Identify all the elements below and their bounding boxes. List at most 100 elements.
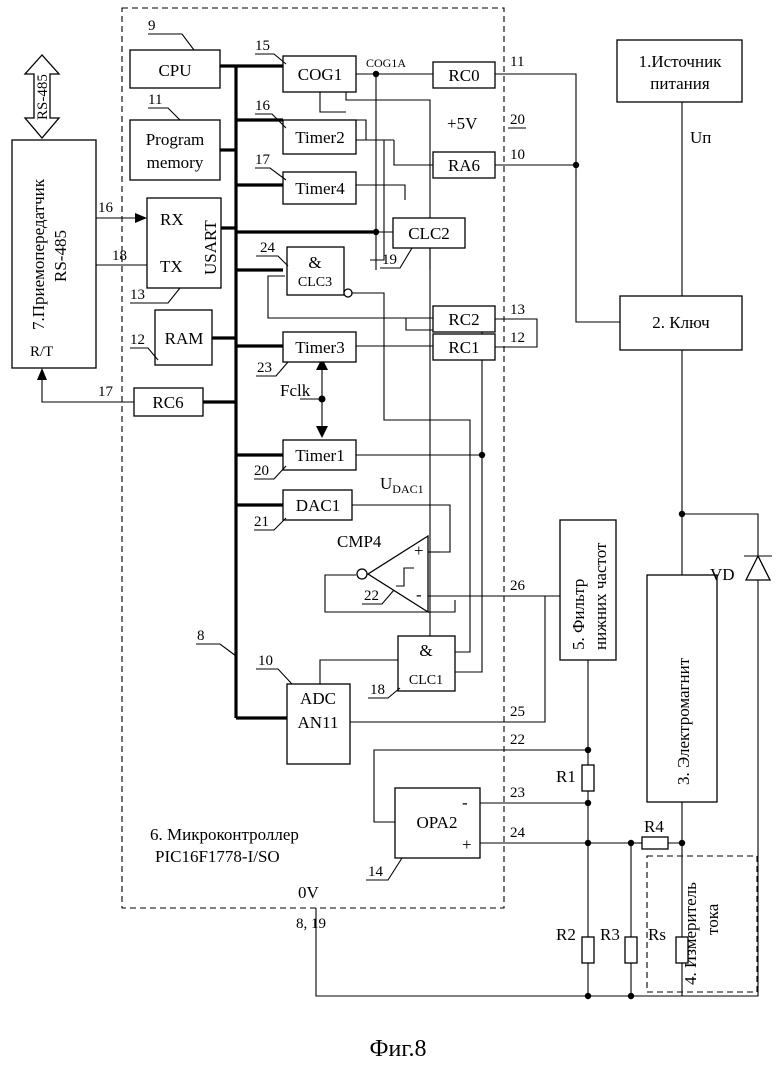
svg-text:23: 23	[510, 785, 525, 801]
opa2-plus: +	[462, 835, 472, 854]
resistor-r4-icon	[642, 837, 668, 849]
electromagnet-block: 3. Электромагнит	[647, 575, 717, 802]
r1-label: R1	[556, 767, 576, 786]
diode-label: VD	[710, 565, 735, 584]
clc3-label: CLC3	[298, 275, 332, 290]
svg-text:22: 22	[364, 588, 379, 604]
svg-text:17: 17	[255, 152, 271, 168]
ram-label: RAM	[165, 329, 204, 348]
plus5v-label: +5V	[447, 114, 478, 133]
svg-text:20: 20	[254, 463, 269, 479]
svg-text:11: 11	[148, 92, 162, 108]
usart-label: USART	[201, 220, 220, 275]
resistor-r1-icon	[582, 765, 594, 791]
microcontroller-line2: PIC16F1778-I/SO	[155, 847, 280, 866]
r4-label: R4	[644, 817, 664, 836]
cmp4-comparator: CMP4 + -	[337, 532, 428, 612]
svg-text:20: 20	[510, 112, 525, 128]
transceiver-block: 7.Приемопередатчик RS-485 R/T	[12, 140, 96, 368]
rc6-block: RC6	[134, 388, 203, 416]
supply-voltage-label: Uп	[690, 128, 711, 147]
lowpass-filter-line2: нижних частот	[591, 542, 610, 650]
resistor-r2-icon	[582, 937, 594, 963]
svg-text:21: 21	[254, 514, 269, 530]
r3-label: R3	[600, 925, 620, 944]
rs-label: Rs	[648, 925, 666, 944]
usart-block: RX TX USART	[147, 198, 221, 288]
svg-text:18: 18	[112, 248, 127, 264]
program-memory-line2: memory	[147, 153, 204, 172]
transceiver-line1: 7.Приемопередатчик	[29, 178, 48, 330]
rc1-label: RC1	[448, 338, 479, 357]
diode-vd-icon: VD	[710, 556, 772, 584]
svg-text:10: 10	[258, 653, 273, 669]
svg-text:9: 9	[148, 18, 156, 34]
cog1a-label: COG1A	[366, 56, 406, 70]
svg-text:13: 13	[510, 302, 525, 318]
rc0-block: RC0	[433, 62, 495, 88]
microcontroller-line1: 6. Микроконтроллер	[150, 825, 299, 844]
rt-arrow-icon	[37, 368, 47, 380]
cmp4-minus: -	[416, 585, 422, 604]
svg-text:8, 19: 8, 19	[296, 916, 326, 932]
current-meter-line1: 4. Измеритель	[681, 882, 700, 985]
clc2-block: CLC2	[393, 218, 465, 248]
cog1-label: COG1	[298, 65, 342, 84]
timer3-label: Timer3	[295, 338, 344, 357]
cmp4-plus: +	[414, 541, 424, 560]
clc1-label: CLC1	[409, 673, 443, 688]
svg-text:10: 10	[510, 147, 525, 163]
lowpass-filter-line1: 5. Фильтр	[569, 579, 588, 650]
timer3-block: Timer3	[283, 332, 356, 362]
dac1-block: DAC1	[283, 490, 352, 520]
usart-tx-label: TX	[160, 257, 183, 276]
zero-v-label: 0V	[298, 883, 320, 902]
cpu-label: CPU	[158, 61, 191, 80]
svg-text:18: 18	[370, 682, 385, 698]
resistor-rs-icon	[676, 937, 688, 963]
rc6-label: RC6	[152, 393, 183, 412]
ram-block: RAM	[155, 310, 212, 365]
power-source-block: 1.Источник питания	[617, 40, 742, 102]
lowpass-filter-block: 5. Фильтр нижних частот	[560, 520, 616, 660]
clc2-label: CLC2	[408, 224, 450, 243]
resistor-r3-icon	[625, 937, 637, 963]
timer2-block: Timer2	[283, 120, 356, 154]
program-memory-line1: Program	[146, 130, 205, 149]
svg-text:16: 16	[255, 98, 271, 114]
cpu-block: CPU	[130, 50, 220, 88]
usart-rx-label: RX	[160, 210, 184, 229]
udac-label: UDAC1	[380, 474, 424, 496]
current-meter-line2: тока	[703, 903, 722, 935]
svg-text:16: 16	[98, 200, 114, 216]
dac1-label: DAC1	[296, 496, 340, 515]
svg-text:22: 22	[510, 732, 525, 748]
transceiver-line2: RS-485	[51, 230, 70, 282]
ra6-block: RA6	[433, 152, 495, 178]
svg-text:17: 17	[98, 384, 114, 400]
clc1-block: & CLC1	[398, 636, 455, 691]
timer1-label: Timer1	[295, 446, 344, 465]
program-memory-block: Program memory	[130, 120, 220, 180]
fclk-label: Fclk	[280, 381, 311, 400]
svg-text:24: 24	[260, 240, 276, 256]
fclk-arrow-down-icon	[316, 426, 328, 438]
svg-text:26: 26	[510, 578, 526, 594]
svg-text:19: 19	[382, 252, 397, 268]
rs485-bus-arrow-icon: RS-485	[25, 55, 59, 138]
opa2-block: OPA2 - +	[395, 788, 480, 858]
svg-text:8: 8	[197, 628, 205, 644]
current-meter-outline	[647, 856, 757, 992]
adc-block: ADC AN11	[287, 684, 350, 764]
internal-wiring	[268, 71, 581, 722]
rc2-block: RC2	[433, 306, 495, 332]
opa2-label: OPA2	[417, 813, 458, 832]
electromagnet-label: 3. Электромагнит	[674, 657, 693, 785]
svg-text:23: 23	[257, 360, 272, 376]
power-source-line1: 1.Источник	[639, 52, 723, 71]
clc3-block: & CLC3	[287, 247, 352, 297]
timer2-label: Timer2	[295, 128, 344, 147]
cmp4-label: CMP4	[337, 532, 382, 551]
rc1-block: RC1	[433, 334, 495, 360]
